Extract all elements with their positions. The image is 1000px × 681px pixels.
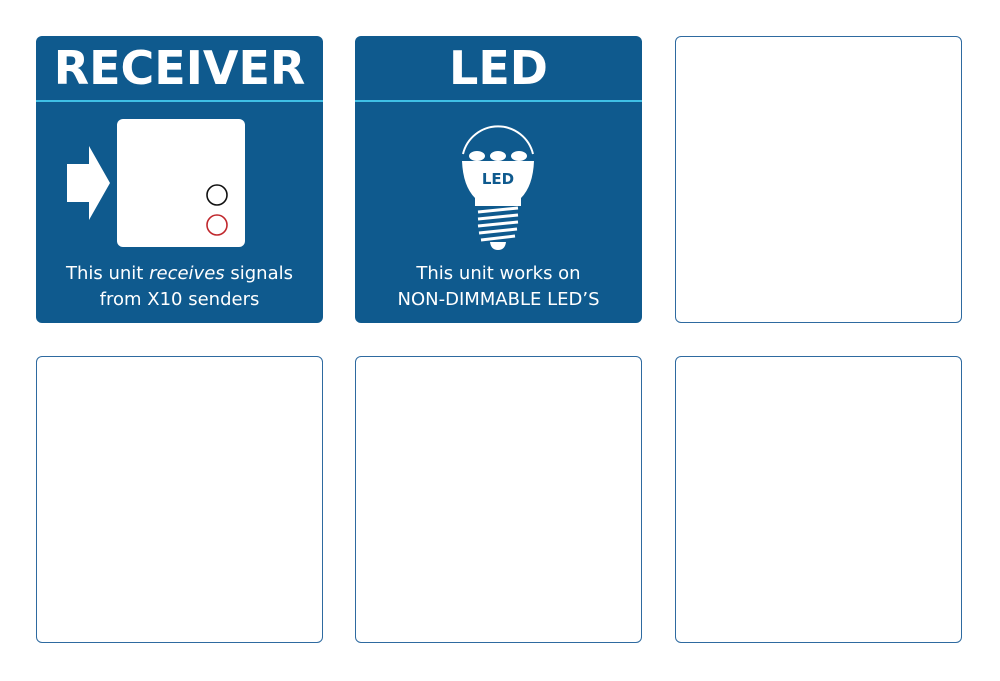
empty-tile: [355, 356, 642, 643]
svg-text:LED: LED: [482, 170, 514, 188]
arrow-right-icon: [67, 146, 110, 220]
indicator-red: [206, 214, 228, 236]
divider: [36, 100, 323, 102]
receiver-tile: RECEIVER This unit receives signals from…: [36, 36, 323, 323]
empty-tile: [675, 356, 962, 643]
empty-tile: [675, 36, 962, 323]
receiver-icon: [67, 119, 245, 247]
empty-tile: [36, 356, 323, 643]
tile-caption: This unit receives signals from X10 send…: [65, 263, 293, 310]
tile-title: LED: [449, 41, 548, 95]
led-tile: LED LED This unit works on NON-DIMMABLE …: [355, 36, 642, 323]
divider: [355, 100, 642, 102]
led-bulb-icon: LED: [462, 125, 534, 250]
tile-caption: This unit works on NON-DIMMABLE LED’S: [397, 263, 600, 310]
tile-title: RECEIVER: [53, 41, 306, 95]
indicator-black: [206, 184, 228, 206]
